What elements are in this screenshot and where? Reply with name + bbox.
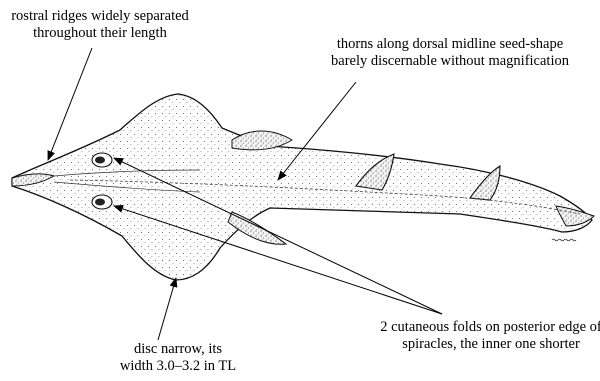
label-disc-width: disc narrow, its width 3.0–3.2 in TL: [98, 341, 258, 375]
artist-signature: [552, 239, 576, 241]
label-cutaneous-folds: 2 cutaneous folds on posterior edge of s…: [376, 319, 600, 353]
label-folds-line-1: 2 cutaneous folds on posterior edge of: [376, 319, 600, 336]
arrow-rostral: [48, 48, 92, 160]
label-rostral-line-1: rostral ridges widely separated: [0, 8, 200, 25]
label-rostral-line-2: throughout their length: [0, 25, 200, 42]
fish-body: [12, 94, 594, 280]
label-thorns: thorns along dorsal midline seed-shape b…: [300, 36, 600, 70]
label-thorns-line-2: barely discernable without magnification: [300, 53, 600, 70]
label-disc-line-1: disc narrow, its: [98, 341, 258, 358]
label-thorns-line-1: thorns along dorsal midline seed-shape: [300, 36, 600, 53]
arrow-disc: [158, 278, 176, 340]
label-rostral-ridges: rostral ridges widely separated througho…: [0, 8, 200, 42]
label-folds-line-2: spiracles, the inner one shorter: [376, 336, 600, 353]
label-disc-line-2: width 3.0–3.2 in TL: [98, 358, 258, 375]
